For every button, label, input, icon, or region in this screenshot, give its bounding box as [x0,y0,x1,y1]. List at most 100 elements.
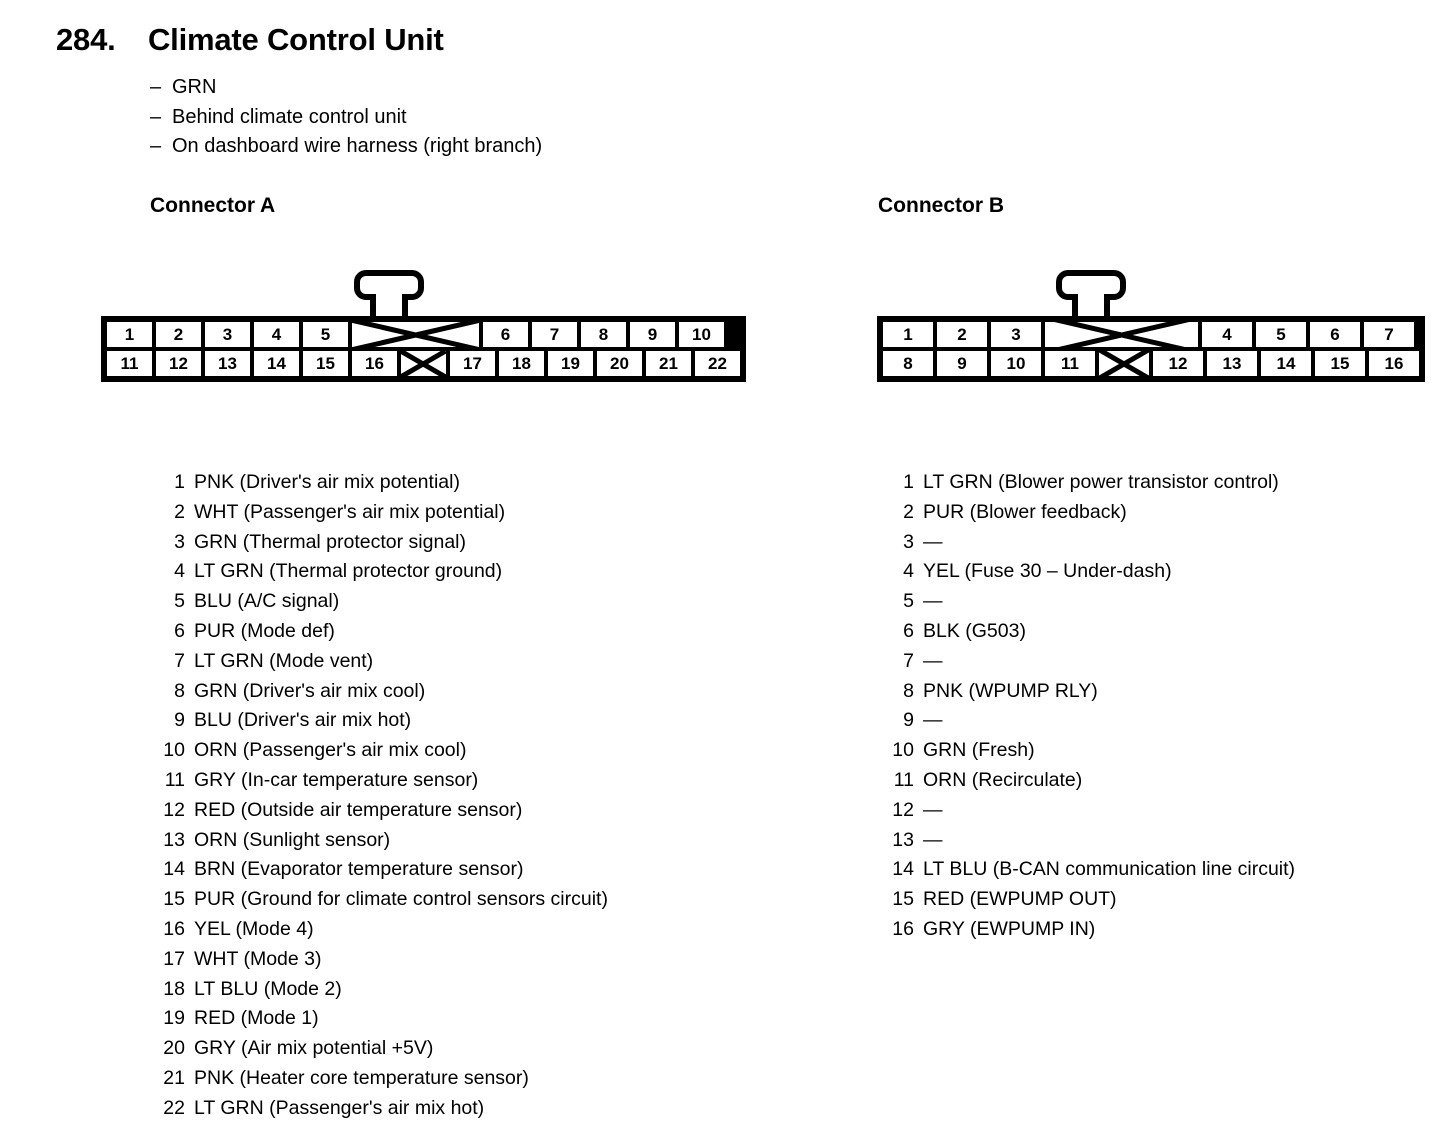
connector-pin-cell: 22 [695,351,740,376]
pin-number: 3 [174,530,185,553]
pin-description: ORN (Recirculate) [923,768,1083,791]
pin-description: GRN (Thermal protector signal) [194,530,466,553]
pin-list-row: 17 WHT (Mode 3) [155,945,608,975]
pin-number: 10 [892,739,914,762]
pin-number: 1 [903,471,914,493]
connector-pin-cell: 18 [499,351,544,376]
pin-description: PUR (Blower feedback) [923,500,1127,523]
connector-note: –On dashboard wire harness (right branch… [150,132,542,162]
pin-number: 4 [903,560,914,583]
pin-number: 9 [174,709,185,732]
connector-pin-cell: 4 [254,322,299,347]
bullet-dash-icon: – [150,76,162,98]
connector-pin-cell: 16 [1369,351,1419,376]
pin-description: — [923,530,943,553]
connector-pin-cell: 4 [1202,322,1252,347]
pin-list-row: 3— [884,528,1295,558]
pin-list-row: 2 PUR (Blower feedback) [884,498,1295,528]
pin-description: YEL (Mode 4) [194,917,314,940]
pin-description: PNK (Driver's air mix potential) [194,471,460,493]
pin-number: 7 [174,649,185,672]
connector-pin-cell: 20 [597,351,642,376]
pin-list-row: 3 GRN (Thermal protector signal) [155,528,608,558]
connector-pin-cell: 12 [156,351,201,376]
pin-description: YEL (Fuse 30 – Under-dash) [923,560,1172,583]
pin-description: BLU (Driver's air mix hot) [194,709,412,732]
unused-cavity-x-icon [352,322,479,347]
connector-pin-cell: 1 [107,322,152,347]
connector-note-text: On dashboard wire harness (right branch) [172,135,543,157]
connector-b-heading: Connector B [878,194,1004,217]
pin-number: 2 [903,500,914,523]
pin-number: 13 [892,828,914,851]
connector-pin-cell: 10 [679,322,724,347]
pin-description: BLU (A/C signal) [194,590,340,613]
pin-number: 11 [893,768,914,791]
pin-number: 13 [163,828,185,851]
pin-description: RED (EWPUMP OUT) [923,888,1117,911]
pin-number: 21 [163,1066,185,1089]
connector-pin-cell: 15 [1315,351,1365,376]
pin-description: LT BLU (B-CAN communication line circuit… [923,858,1296,881]
unused-cavity-x-icon [1045,322,1198,347]
pin-description: LT BLU (Mode 2) [194,977,342,1000]
pin-description: — [923,709,943,732]
pin-description: WHT (Mode 3) [194,947,322,970]
pin-number: 9 [903,709,914,732]
pin-description: LT GRN (Passenger's air mix hot) [194,1096,485,1119]
pin-list-row: 13 — [884,826,1295,856]
connector-pin-cell: 14 [254,351,299,376]
pin-list-row: 11 ORN (Recirculate) [884,766,1295,796]
pin-list-row: 15 RED (EWPUMP OUT) [884,885,1295,915]
connector-pin-cell: 11 [107,351,152,376]
pin-description: WHT (Passenger's air mix potential) [194,500,506,523]
pin-description: — [923,828,943,851]
pin-description: LT GRN (Mode vent) [194,649,374,672]
pin-number: 18 [163,977,185,1000]
connector-pin-cell: 9 [630,322,675,347]
pin-number: 6 [174,619,185,642]
pin-description: PUR (Mode def) [194,619,335,642]
pin-list-row: 7 LT GRN (Mode vent) [155,647,608,677]
pin-list-row: 9— [884,706,1295,736]
pin-number: 16 [892,917,914,940]
connector-pin-cell: 2 [937,322,987,347]
connector-pin-cell: 3 [205,322,250,347]
connector-pin-cell: 10 [991,351,1041,376]
pin-number: 4 [174,560,185,583]
pin-list-row: 10 GRN (Fresh) [884,736,1295,766]
pin-description: PUR (Ground for climate control sensors … [194,888,608,911]
connector-pin-cell: 1 [883,322,933,347]
connector-pin-cell: 21 [646,351,691,376]
page-title: 284.Climate Control Unit [56,22,444,58]
pin-description: GRN (Fresh) [923,739,1035,762]
connector-note: –Behind climate control unit [150,103,542,133]
connector-pin-cell: 2 [156,322,201,347]
connector-note-text: GRN [172,76,217,98]
pin-list-row: 5— [884,587,1295,617]
pin-description: — [923,798,943,821]
pin-number: 15 [892,888,914,911]
pin-number: 17 [163,947,185,970]
unused-cavity-x-icon [401,351,446,376]
pin-list-row: 4 YEL (Fuse 30 – Under-dash) [884,557,1295,587]
pin-list-row: 6 PUR (Mode def) [155,617,608,647]
